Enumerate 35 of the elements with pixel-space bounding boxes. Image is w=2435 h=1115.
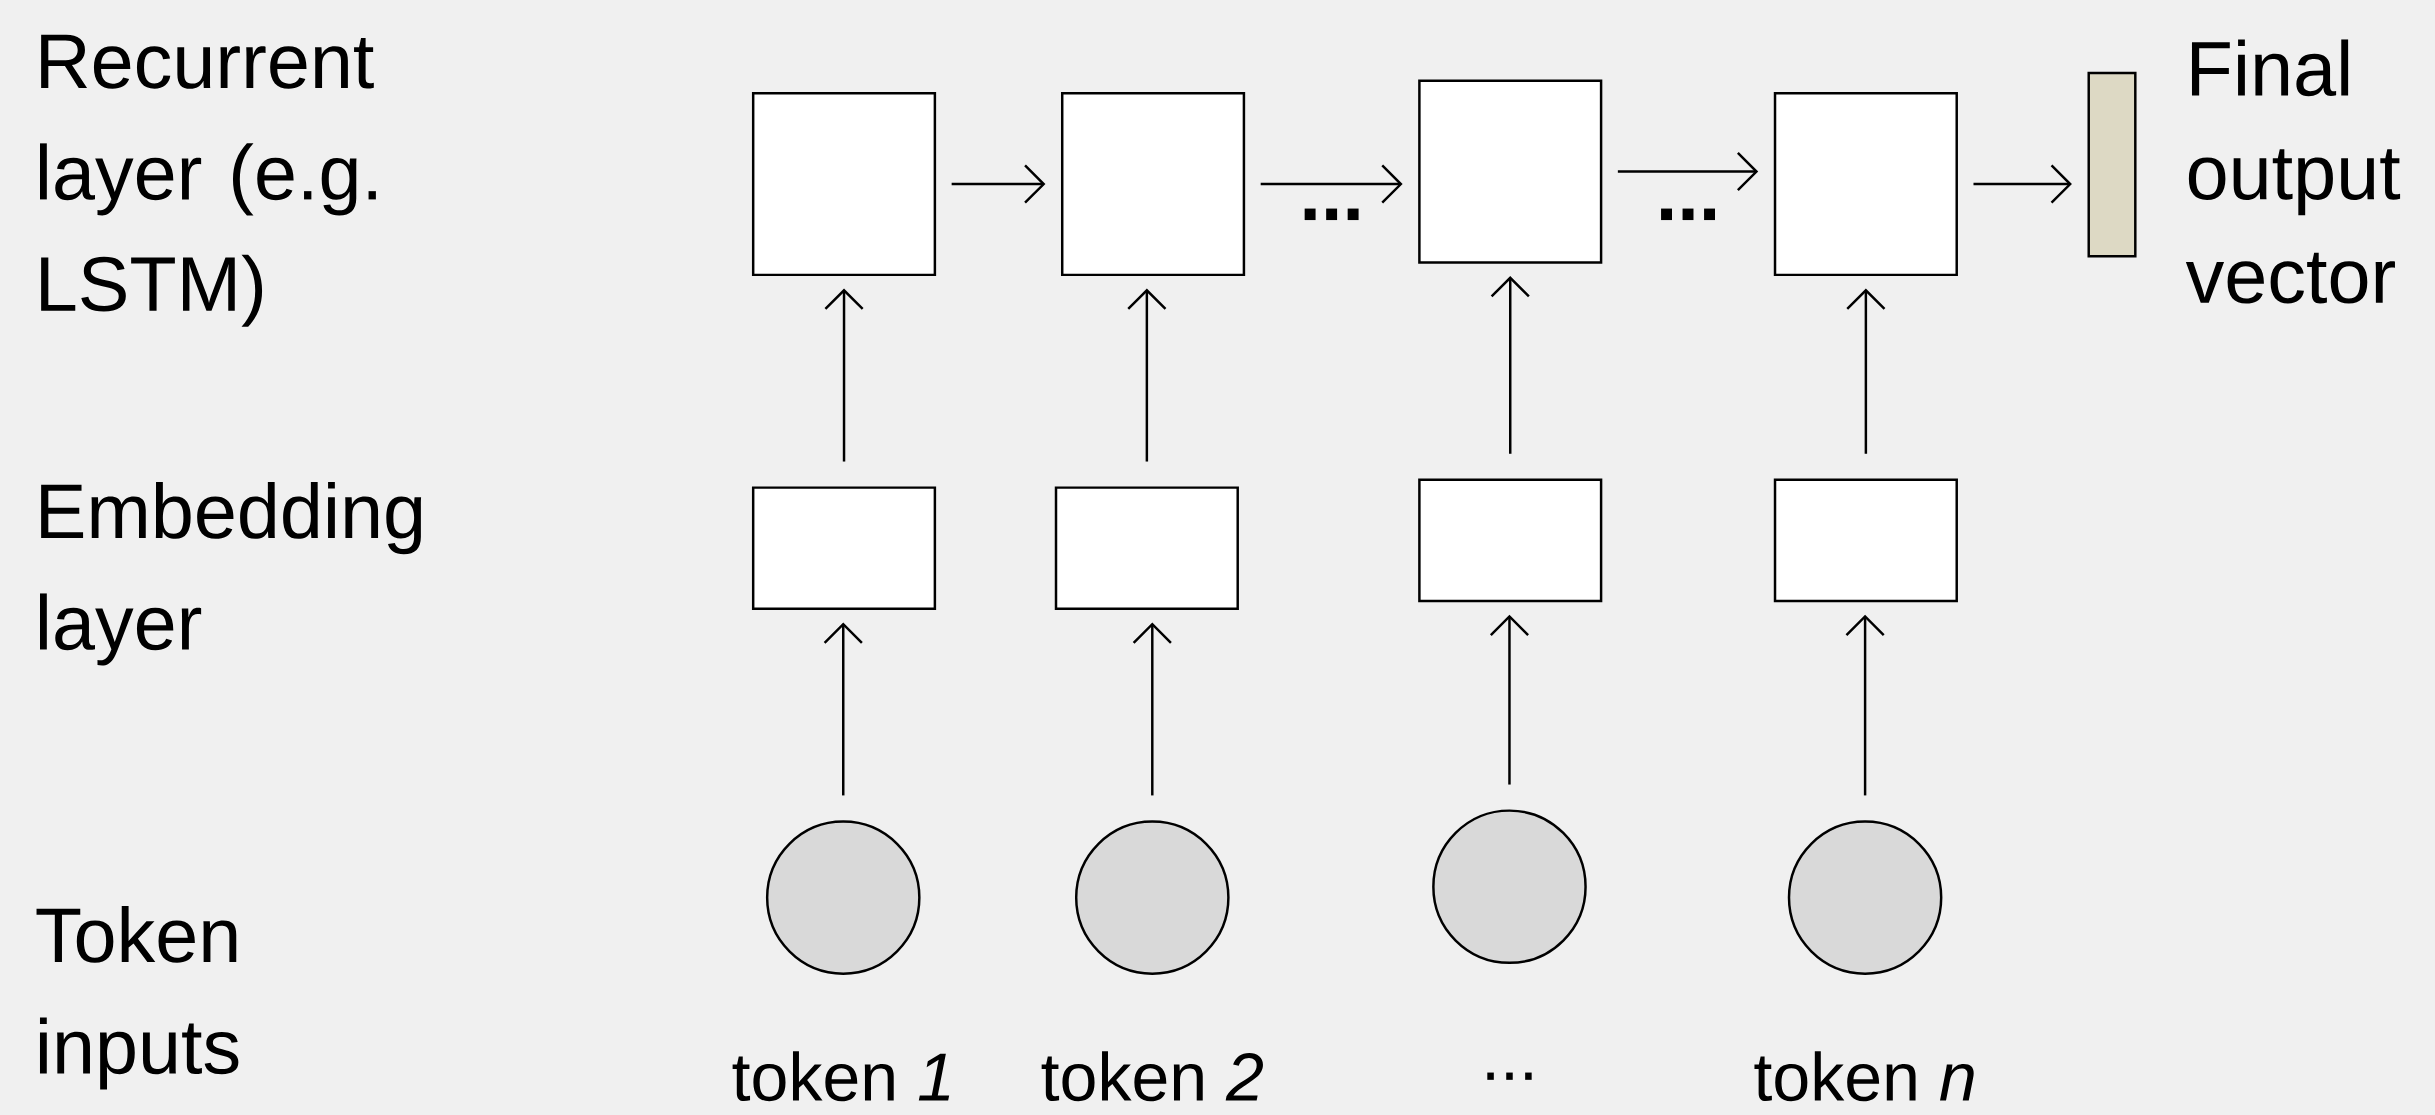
- layer-box: [1773, 478, 1958, 603]
- arrow: [1845, 614, 1885, 796]
- token-label: ...: [1487, 1072, 1532, 1080]
- output-label: Final output vector: [2185, 39, 2401, 304]
- layer-label: Embedding layer: [40, 482, 422, 666]
- arrow: [1846, 288, 1886, 454]
- arrow: [823, 622, 863, 796]
- token-label: token n: [1754, 1051, 1974, 1102]
- layer-box: [751, 91, 937, 277]
- token-label: token 2: [1041, 1051, 1263, 1102]
- arrow: [1973, 164, 2072, 204]
- edge-label: ...: [1304, 208, 1359, 221]
- output-bar: [2087, 71, 2137, 258]
- arrow: [1127, 288, 1167, 462]
- token-circle: [1074, 820, 1230, 975]
- layer-box: [1418, 478, 1603, 603]
- edge-label: ...: [1661, 208, 1715, 221]
- arrow: [824, 288, 864, 462]
- token-circle: [1787, 820, 1943, 975]
- arrow: [1132, 622, 1172, 796]
- arrow: [1490, 276, 1530, 454]
- layer-box: [1061, 91, 1246, 277]
- layer-box: [751, 486, 937, 610]
- arrow: [951, 164, 1046, 204]
- layer-box: [1418, 79, 1603, 264]
- token-circle: [765, 820, 921, 975]
- layer-label: Token inputs: [36, 906, 239, 1090]
- layer-box: [1773, 91, 1958, 277]
- layer-box: [1054, 486, 1239, 610]
- layer-label: Recurrent layer (e.g. LSTM): [40, 34, 376, 327]
- token-circle: [1432, 809, 1587, 965]
- token-label: token 1: [732, 1051, 950, 1102]
- arrow: [1617, 152, 1759, 192]
- arrow: [1260, 164, 1403, 204]
- arrow: [1489, 614, 1529, 785]
